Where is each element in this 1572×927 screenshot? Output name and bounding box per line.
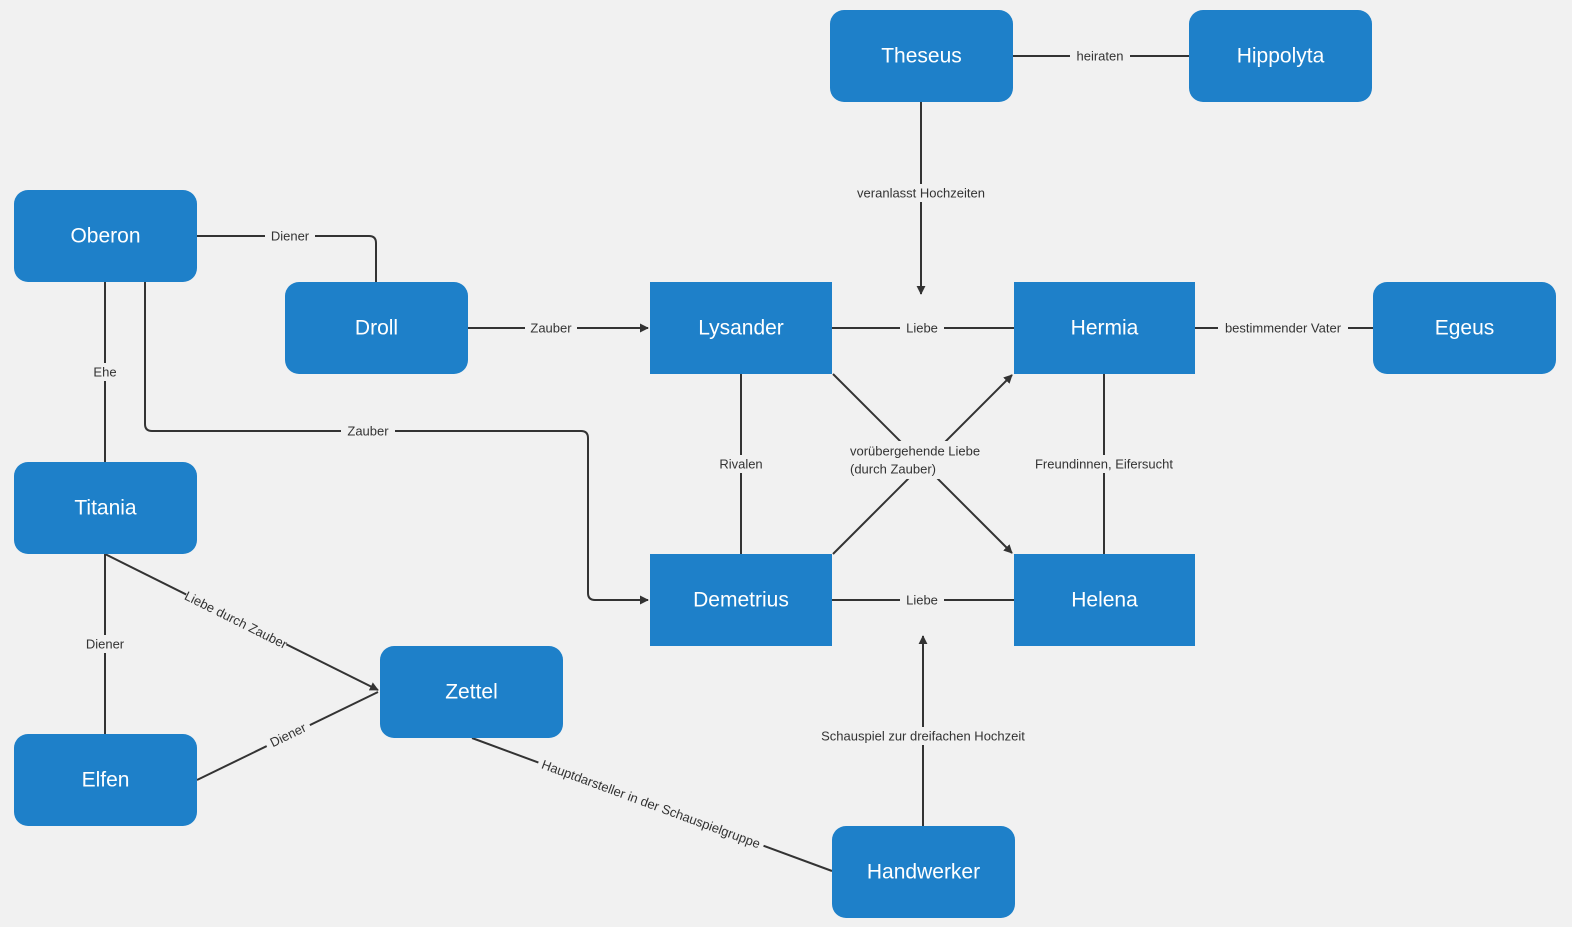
edge-theseus-weddings: veranlasst Hochzeiten — [851, 102, 991, 295]
edge-demetrius-helena: Liebe — [832, 591, 1014, 609]
node-label: Elfen — [82, 769, 130, 792]
node-theseus[interactable]: Theseus — [830, 10, 1013, 102]
edge-label-diener: Diener — [271, 229, 310, 244]
node-elfen[interactable]: Elfen — [14, 734, 197, 826]
edge-label-diener: Diener — [86, 637, 125, 652]
node-label: Helena — [1071, 589, 1138, 612]
edge-label-liebe-durch-zauber: Liebe durch Zauber — [182, 588, 290, 652]
edge-label-hauptdarsteller: Hauptdarsteller in der Schauspielgruppe — [540, 757, 763, 852]
edge-label-zauber: Zauber — [347, 424, 389, 439]
edge-temporary-love-cross: vorübergehende Liebe (durch Zauber) — [832, 373, 1013, 555]
edge-label-liebe: Liebe — [906, 593, 938, 608]
edge-label-bg — [265, 227, 315, 245]
edge-titania-elfen: Diener — [80, 554, 130, 735]
node-zettel[interactable]: Zettel — [380, 646, 563, 738]
edge-droll-lysander: Zauber — [468, 319, 649, 337]
edge-oberon-droll: Diener — [197, 227, 377, 283]
node-titania[interactable]: Titania — [14, 462, 197, 554]
edge-label-group: Diener — [262, 716, 314, 754]
edge-label-bg — [815, 727, 1031, 745]
edge-label-bg — [712, 455, 770, 473]
edge-label-bg — [851, 184, 991, 202]
edge-label-schauspiel: Schauspiel zur dreifachen Hochzeit — [821, 729, 1025, 744]
edge-label-bg — [1030, 455, 1178, 473]
node-lysander[interactable]: Lysander — [650, 282, 832, 374]
edge-label-group: Hauptdarsteller in der Schauspielgruppe — [535, 753, 767, 855]
edge-label-zauber: Zauber — [530, 321, 572, 336]
node-oberon[interactable]: Oberon — [14, 190, 197, 282]
node-demetrius[interactable]: Demetrius — [650, 554, 832, 646]
edge-label-bestimmender-vater: bestimmender Vater — [1225, 321, 1342, 336]
node-label: Hippolyta — [1237, 45, 1325, 68]
node-label: Demetrius — [693, 589, 789, 612]
edge-label-diener: Diener — [268, 720, 310, 751]
node-handwerker[interactable]: Handwerker — [832, 826, 1015, 918]
edge-label-bg — [846, 441, 992, 479]
edge-label-bg — [1070, 47, 1130, 65]
node-label: Lysander — [698, 317, 784, 340]
node-label: Handwerker — [867, 861, 980, 884]
edge-hermia-egeus: bestimmender Vater — [1195, 319, 1373, 337]
node-egeus[interactable]: Egeus — [1373, 282, 1556, 374]
node-helena[interactable]: Helena — [1014, 554, 1195, 646]
edge-label-bg — [181, 586, 291, 654]
edge-label-rivalen: Rivalen — [719, 457, 762, 472]
edge-label-ehe: Ehe — [93, 365, 116, 380]
edge-label-bg — [900, 591, 944, 609]
edge-label-bg — [88, 363, 122, 381]
node-label: Titania — [74, 497, 137, 520]
edge-label-bg — [535, 753, 767, 855]
edge-zettel-handwerker: Hauptdarsteller in der Schauspielgruppe — [471, 737, 833, 872]
edge-theseus-hippolyta: heiraten — [1013, 47, 1190, 65]
edge-label-bg — [900, 319, 944, 337]
node-label: Hermia — [1071, 317, 1139, 340]
node-hippolyta[interactable]: Hippolyta — [1189, 10, 1372, 102]
edge-hermia-helena: Freundinnen, Eifersucht — [1030, 374, 1178, 554]
node-label: Egeus — [1435, 317, 1495, 340]
node-label: Theseus — [881, 45, 962, 68]
edge-line — [197, 235, 377, 283]
edge-label-group: Liebe durch Zauber — [181, 586, 291, 654]
edge-oberon-titania: Ehe — [88, 282, 122, 463]
edge-titania-zettel: Liebe durch Zauber — [104, 553, 379, 691]
node-label: Droll — [355, 317, 398, 340]
edge-label-bg — [341, 422, 395, 440]
edge-label-heiraten: heiraten — [1077, 49, 1124, 64]
edge-label-veranlasst-hochzeiten: veranlasst Hochzeiten — [857, 186, 985, 201]
edge-elfen-zettel: Diener — [196, 691, 379, 781]
edge-oberon-demetrius: Zauber — [144, 282, 649, 605]
edge-lysander-hermia: Liebe — [832, 319, 1014, 337]
edge-label-bg — [525, 319, 577, 337]
node-label: Oberon — [70, 225, 140, 248]
edge-arrow — [144, 282, 649, 605]
edge-label-durch-zauber: (durch Zauber) — [850, 462, 936, 477]
edge-label-bg — [1218, 319, 1348, 337]
edge-handwerker-weddings: Schauspiel zur dreifachen Hochzeit — [815, 635, 1031, 826]
edge-label-freundinnen-eifersucht: Freundinnen, Eifersucht — [1035, 457, 1173, 472]
node-hermia[interactable]: Hermia — [1014, 282, 1195, 374]
node-droll[interactable]: Droll — [285, 282, 468, 374]
node-label: Zettel — [445, 681, 498, 704]
edge-label-voruebergehende-liebe: vorübergehende Liebe — [850, 444, 980, 459]
edge-label-bg — [80, 635, 130, 653]
edge-label-liebe: Liebe — [906, 321, 938, 336]
edge-lysander-demetrius: Rivalen — [712, 374, 770, 554]
edge-label-bg — [262, 716, 314, 754]
